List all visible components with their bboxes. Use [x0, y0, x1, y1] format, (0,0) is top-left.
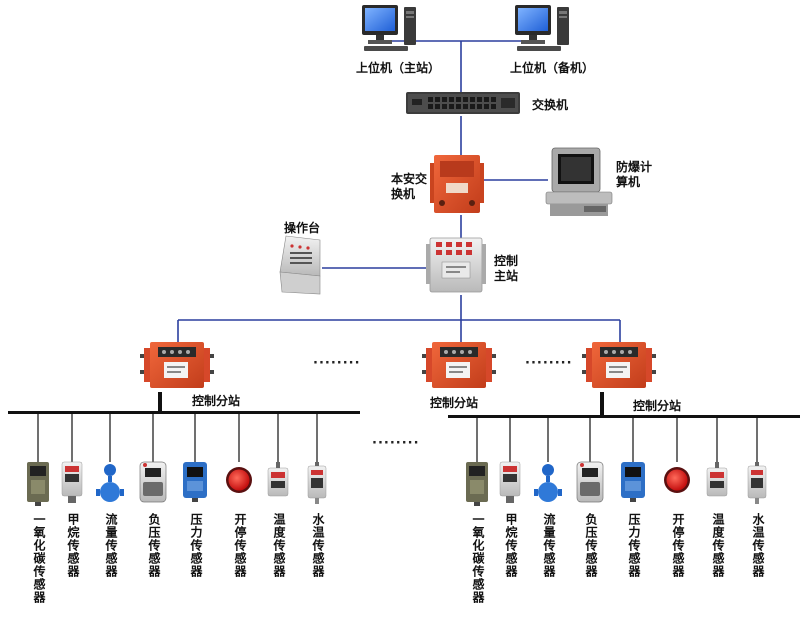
host-backup-computer-icon [515, 5, 569, 51]
co-sensor-icon [27, 462, 49, 506]
label-sub-station-1: 控制分站 [192, 394, 241, 408]
sub-station-3-stub [600, 392, 604, 415]
console-icon [279, 235, 321, 295]
flow-sensor-icon [96, 464, 124, 502]
field-bus-right [448, 415, 800, 418]
sub-station-1-icon [140, 342, 214, 388]
intrinsic-switch-icon [430, 155, 484, 213]
label-explosion-pc: 防爆计算机 [616, 160, 653, 189]
pressure-sensor-icon [621, 462, 645, 502]
sensor-group-left [27, 413, 327, 506]
sensor-label-left-4: 负压传感器 [147, 513, 161, 578]
sub-station-2-icon [422, 342, 496, 388]
sensor-label-right-8: 水温传感器 [751, 513, 765, 578]
pressure-neg-sensor-icon [576, 461, 604, 503]
label-console: 操作台 [284, 221, 321, 235]
sensor-label-right-1: 一氧化碳传感器 [471, 513, 485, 604]
label-host-main: 上位机（主站） [356, 61, 441, 75]
sensor-group-right [466, 417, 767, 506]
sensor-label-right-6: 开停传感器 [671, 513, 685, 578]
sensor-label-left-7: 温度传感器 [272, 513, 286, 578]
label-host-backup: 上位机（备机） [510, 61, 595, 75]
sensor-label-left-6: 开停传感器 [233, 513, 247, 578]
ch4-sensor-icon [499, 461, 521, 504]
host-main-computer-icon [362, 5, 416, 51]
sensor-label-right-2: 甲烷传感器 [504, 513, 518, 578]
switch-icon [406, 92, 520, 114]
connection-links [177, 40, 621, 342]
sensor-label-right-3: 流量传感器 [542, 513, 556, 578]
water-temp-sensor-icon [307, 461, 327, 505]
sub-station-1-stub [158, 392, 162, 412]
sensor-label-left-8: 水温传感器 [311, 513, 325, 578]
label-main-station: 控制主站 [494, 254, 519, 283]
sensor-label-left-1: 一氧化碳传感器 [32, 513, 46, 604]
label-sub-station-3: 控制分站 [633, 399, 682, 413]
field-bus-left [8, 411, 360, 414]
pressure-neg-sensor-icon [139, 461, 167, 503]
onoff-sensor-icon [226, 467, 252, 493]
onoff-sensor-icon [664, 467, 690, 493]
ellipsis-upper-left: ········ [313, 356, 361, 371]
sensor-label-right-7: 温度传感器 [711, 513, 725, 578]
temp-sensor-icon [706, 461, 728, 497]
ellipsis-upper-right: ········ [525, 356, 573, 371]
sensor-label-right-5: 压力传感器 [627, 513, 641, 578]
pressure-sensor-icon [183, 462, 207, 502]
ch4-sensor-icon [61, 461, 83, 504]
sensor-label-right-4: 负压传感器 [584, 513, 598, 578]
sensor-label-left-3: 流量传感器 [104, 513, 118, 578]
sub-station-3-icon [582, 342, 656, 388]
label-switch: 交换机 [532, 98, 569, 112]
label-sub-station-2: 控制分站 [430, 396, 479, 410]
flow-sensor-icon [534, 464, 562, 502]
sensor-label-left-2: 甲烷传感器 [66, 513, 80, 578]
explosion-pc-icon [545, 147, 613, 216]
co-sensor-icon [466, 462, 488, 506]
ellipsis-lower: ········ [372, 436, 420, 451]
water-temp-sensor-icon [747, 461, 767, 505]
sensor-label-left-5: 压力传感器 [189, 513, 203, 578]
label-intrinsic-switch: 本安交换机 [391, 172, 428, 201]
temp-sensor-icon [267, 461, 289, 497]
main-station-icon [426, 237, 486, 293]
